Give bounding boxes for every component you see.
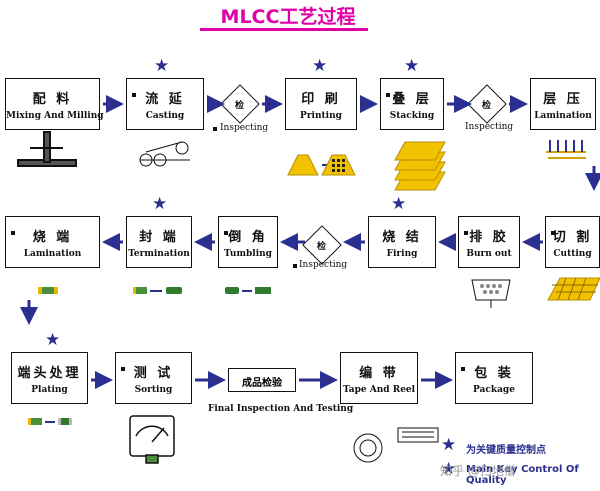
step-plating-en: Plating <box>31 385 68 395</box>
inspect-2-label: Inspecting <box>465 122 514 132</box>
chip-termination-icon <box>133 287 182 294</box>
step-lamination-2-en: Lamination <box>23 249 82 259</box>
step-package: 包 装 Package <box>455 352 533 404</box>
cutting-grid-icon <box>547 277 600 301</box>
step-mixing: 配 料 Mixing And Milling <box>5 78 104 130</box>
key-control-star-icon: ★ <box>312 56 328 76</box>
inspect-diamond-3-label: 检 <box>317 242 327 252</box>
lamination-press-icon <box>546 140 586 159</box>
step-burnout: 排 胶 Burn out <box>458 216 520 268</box>
step-stacking-en: Stacking <box>389 111 435 121</box>
printing-sheets-icon <box>287 154 356 176</box>
step-tumbling-en: Tumbling <box>224 249 272 259</box>
step-tumbling-zh: 倒 角 <box>228 230 268 245</box>
step-burnout-en: Burn out <box>466 249 512 259</box>
legend-zh: 为关键质量控制点 <box>466 445 546 456</box>
legend-star-icon: ★ <box>441 459 457 479</box>
step-stacking: 叠 层 Stacking <box>380 78 444 130</box>
chip-lamination-icon <box>38 287 58 294</box>
step-tape-en: Tape And Reel <box>342 385 416 395</box>
step-burnout-zh: 排 胶 <box>469 230 509 245</box>
step-termination-zh: 封 端 <box>139 230 179 245</box>
step-printing-zh: 印 刷 <box>301 92 341 107</box>
inspect-diamond-2-label: 检 <box>482 101 492 111</box>
step-package-en: Package <box>473 385 515 395</box>
step-final-inspection: 成品检验 <box>228 368 296 392</box>
step-final-en: Final Inspection And Testing <box>208 404 354 414</box>
inspect-diamond-1-label: 检 <box>235 101 245 111</box>
diagram-title: MLCC工艺过程 <box>220 6 356 28</box>
step-casting-zh: 流 延 <box>145 92 185 107</box>
step-firing-zh: 烧 结 <box>382 230 422 245</box>
step-sorting-zh: 测 试 <box>133 366 174 381</box>
sorting-meter-icon <box>129 415 175 464</box>
step-firing: 烧 结 Firing <box>368 216 436 268</box>
step-firing-en: Firing <box>386 249 418 259</box>
stacking-layers-icon <box>394 141 446 191</box>
key-control-star-icon: ★ <box>152 194 168 214</box>
chip-plating-icon <box>28 418 72 425</box>
step-lamination-2-zh: 烧 端 <box>32 230 73 245</box>
step-final-zh: 成品检验 <box>242 378 282 389</box>
mixing-machine-icon <box>17 131 77 167</box>
key-control-star-icon: ★ <box>45 330 61 350</box>
step-lamination-1-zh: 层 压 <box>543 92 583 107</box>
step-termination-en: Termination <box>128 249 190 259</box>
step-plating-zh: 端头处理 <box>17 366 82 381</box>
step-cutting-en: Cutting <box>553 249 592 259</box>
step-casting-en: Casting <box>145 111 185 121</box>
step-printing-en: Printing <box>300 111 342 121</box>
watermark-text: 知乎 @扫地僧 <box>440 464 516 478</box>
burnout-basket-icon <box>471 279 511 308</box>
step-tumbling: 倒 角 Tumbling <box>218 216 278 268</box>
title-underline <box>200 28 368 31</box>
step-lamination-1: 层 压 Lamination <box>530 78 596 130</box>
key-control-star-icon: ★ <box>404 56 420 76</box>
step-tape-zh: 编 带 <box>359 366 399 381</box>
step-cutting: 切 割 Cutting <box>545 216 600 268</box>
step-package-zh: 包 装 <box>474 366 514 381</box>
step-casting: 流 延 Casting <box>126 78 204 130</box>
step-mixing-zh: 配 料 <box>32 92 73 107</box>
key-control-star-icon: ★ <box>391 194 407 214</box>
legend-star-icon: ★ <box>441 435 457 455</box>
step-printing: 印 刷 Printing <box>285 78 357 130</box>
step-stacking-zh: 叠 层 <box>392 92 432 107</box>
inspect-3-label: Inspecting <box>299 260 348 270</box>
inspect-1-label: Inspecting <box>220 123 269 133</box>
tape-reel-icon <box>353 427 439 463</box>
step-cutting-zh: 切 割 <box>552 230 593 245</box>
step-lamination-1-en: Lamination <box>534 111 592 121</box>
chip-tumbling-icon <box>225 287 271 294</box>
step-sorting: 测 试 Sorting <box>115 352 192 404</box>
legend-en: Main Key Control Of Quality <box>466 464 579 486</box>
step-sorting-en: Sorting <box>134 385 173 395</box>
key-control-star-icon: ★ <box>154 56 170 76</box>
step-tape-reel: 编 带 Tape And Reel <box>340 352 418 404</box>
step-termination: 封 端 Termination <box>126 216 192 268</box>
step-mixing-en: Mixing And Milling <box>6 111 104 121</box>
casting-rollers-icon <box>139 141 190 167</box>
step-plating: 端头处理 Plating <box>11 352 88 404</box>
step-lamination-2: 烧 端 Lamination <box>5 216 100 268</box>
